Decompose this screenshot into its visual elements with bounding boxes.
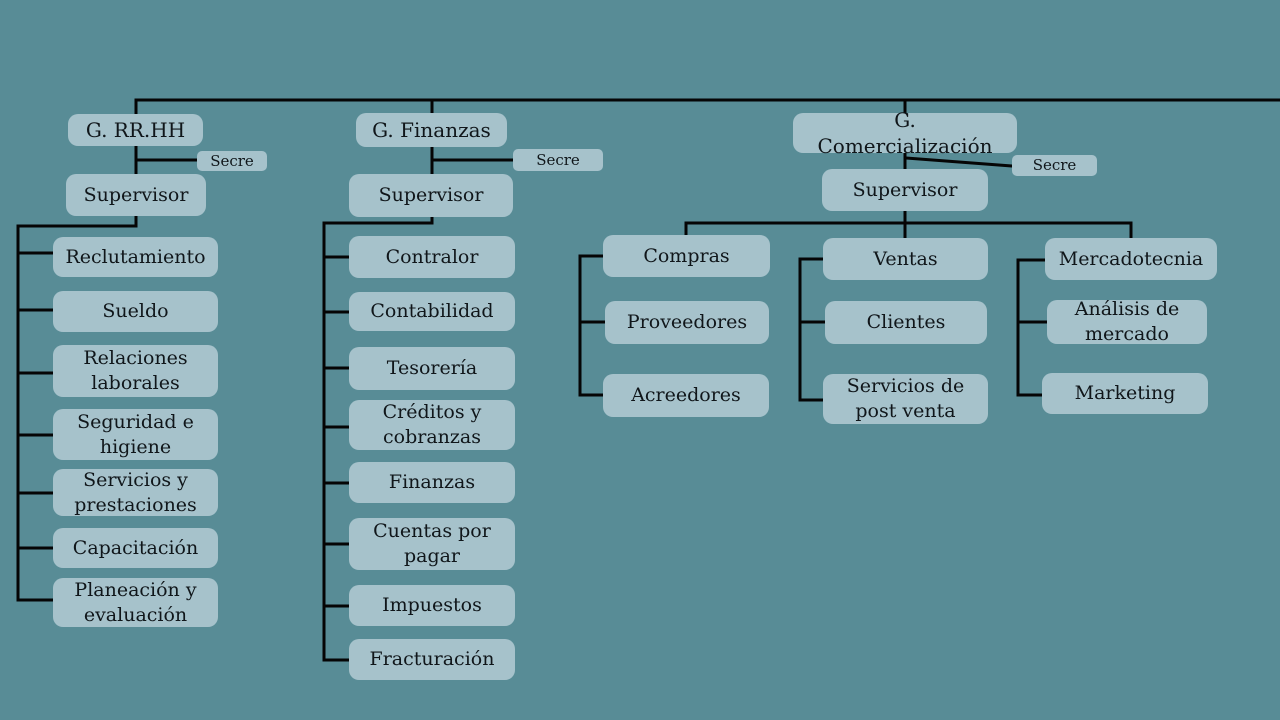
unit-finanzas: Finanzas: [349, 462, 515, 503]
unit-cuentas-por-pagar: Cuentas por pagar: [349, 518, 515, 570]
unit-analisis-de-mercado: Análisis de mercado: [1047, 298, 1207, 345]
unit-servicios-de-post-venta: Servicios de post venta: [823, 374, 988, 424]
unit-acreedores: Acreedores: [603, 374, 769, 417]
dept-finanzas-box: G. Finanzas: [356, 113, 507, 147]
unit-capacitacion: Capacitación: [53, 528, 218, 568]
unit-servicios-y-prestaciones: Servicios y prestaciones: [53, 469, 218, 516]
unit-creditos-y-cobranzas: Créditos y cobranzas: [349, 400, 515, 450]
supervisor-rrhh-box: Supervisor: [66, 174, 206, 216]
unit-contralor: Contralor: [349, 236, 515, 278]
unit-sueldo: Sueldo: [53, 291, 218, 332]
unit-marketing: Marketing: [1042, 373, 1208, 414]
dept-comercializacion-box: G. Comercialización: [793, 108, 1017, 158]
unit-proveedores: Proveedores: [605, 301, 769, 344]
unit-reclutamiento: Reclutamiento: [53, 237, 218, 277]
unit-relaciones-laborales: Relaciones laborales: [53, 345, 218, 397]
dept-rrhh-box: G. RR.HH: [68, 114, 203, 146]
branch-compras-box: Compras: [603, 235, 770, 277]
unit-fracturacion: Fracturación: [349, 639, 515, 680]
secretary-rrhh-box: Secre: [197, 151, 267, 171]
branch-ventas-box: Ventas: [823, 238, 988, 280]
unit-tesoreria: Tesorería: [349, 347, 515, 390]
unit-contabilidad: Contabilidad: [349, 292, 515, 331]
unit-impuestos: Impuestos: [349, 585, 515, 626]
supervisor-comercializacion-box: Supervisor: [822, 169, 988, 211]
secretary-comercializacion-box: Secre: [1012, 155, 1097, 176]
supervisor-finanzas-box: Supervisor: [349, 174, 513, 217]
unit-clientes: Clientes: [825, 301, 987, 344]
secretary-finanzas-box: Secre: [513, 149, 603, 171]
branch-mercadotecnia-box: Mercadotecnia: [1045, 238, 1217, 280]
unit-seguridad-e-higiene: Seguridad e higiene: [53, 409, 218, 460]
unit-planeacion-y-evaluacion: Planeación y evaluación: [53, 578, 218, 627]
